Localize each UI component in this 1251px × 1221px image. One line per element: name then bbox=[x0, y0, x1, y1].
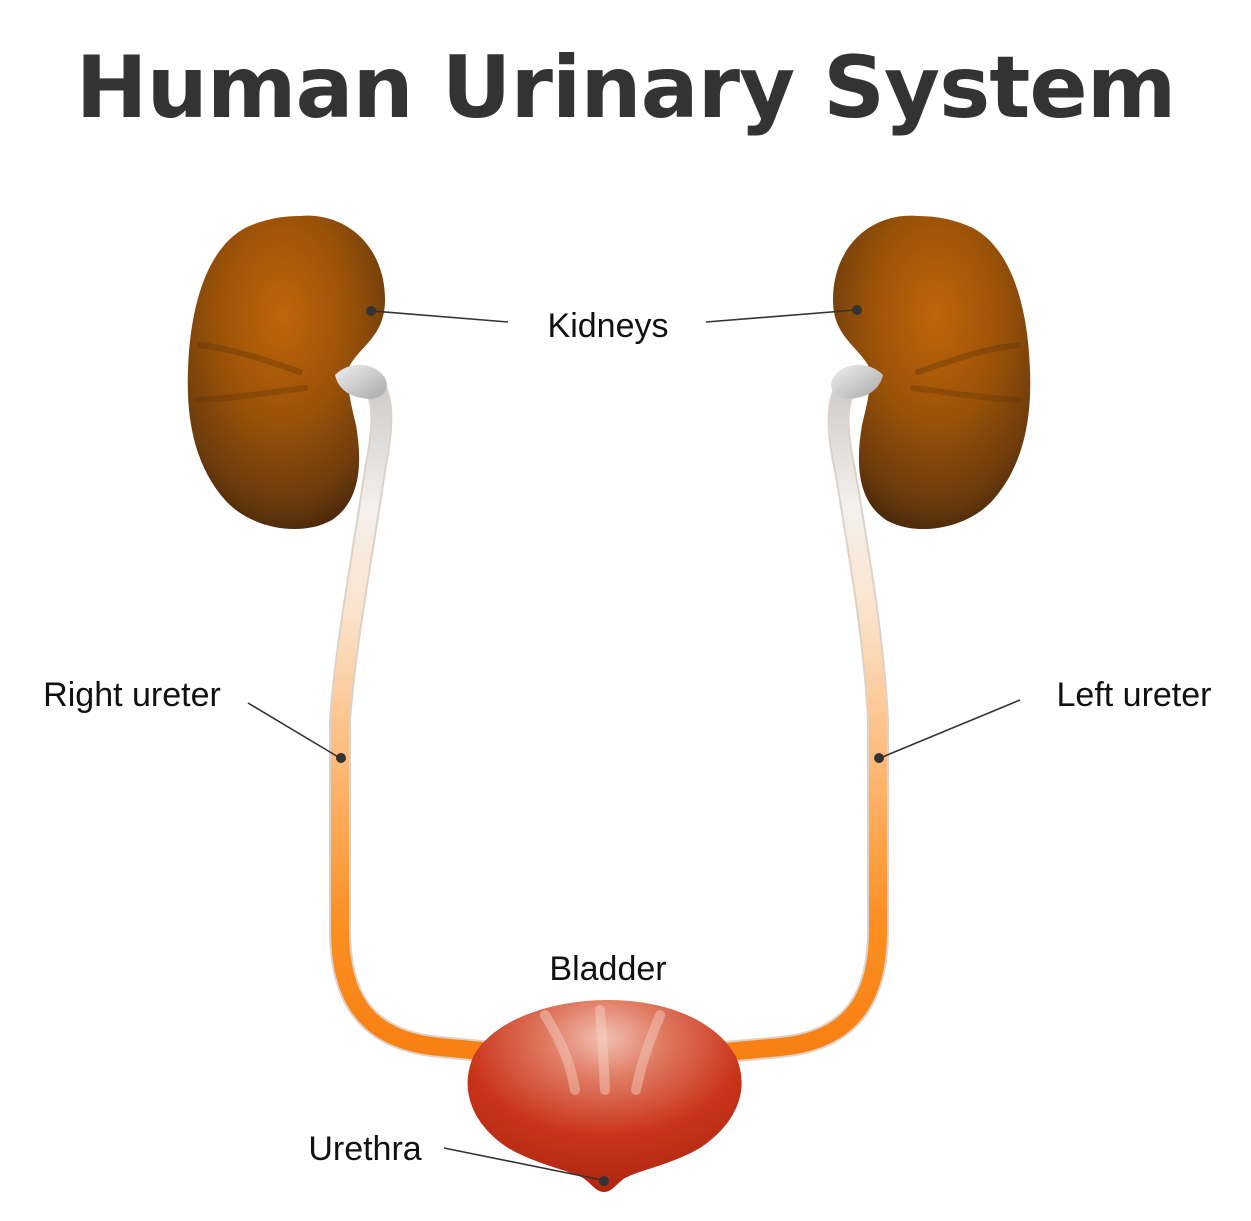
leader-lines bbox=[247, 305, 1021, 1186]
page-title: Human Urinary System bbox=[75, 38, 1177, 138]
left-kidney bbox=[831, 215, 1031, 530]
kidneys-leader-left bbox=[705, 309, 857, 323]
kidneys-pointer-right bbox=[366, 306, 376, 316]
urethra-label: Urethra bbox=[308, 1130, 421, 1168]
left-ureter-label: Left ureter bbox=[1057, 676, 1212, 714]
urethra-leader bbox=[443, 1147, 603, 1181]
right-ureter-pointer bbox=[336, 753, 346, 763]
right-ureter-leader bbox=[247, 702, 341, 759]
kidneys-label: Kidneys bbox=[548, 307, 669, 345]
left-ureter bbox=[715, 367, 889, 1063]
right-ureter bbox=[329, 367, 503, 1063]
left-ureter-pointer bbox=[874, 753, 884, 763]
left-ureter-leader bbox=[879, 699, 1021, 759]
kidneys-leader-right bbox=[371, 310, 509, 323]
bladder-label: Bladder bbox=[549, 950, 666, 988]
right-ureter-label: Right ureter bbox=[43, 676, 221, 714]
bladder bbox=[467, 1000, 742, 1192]
right-kidney bbox=[187, 215, 387, 530]
urethra-pointer bbox=[599, 1176, 609, 1186]
kidneys-pointer-left bbox=[852, 305, 862, 315]
